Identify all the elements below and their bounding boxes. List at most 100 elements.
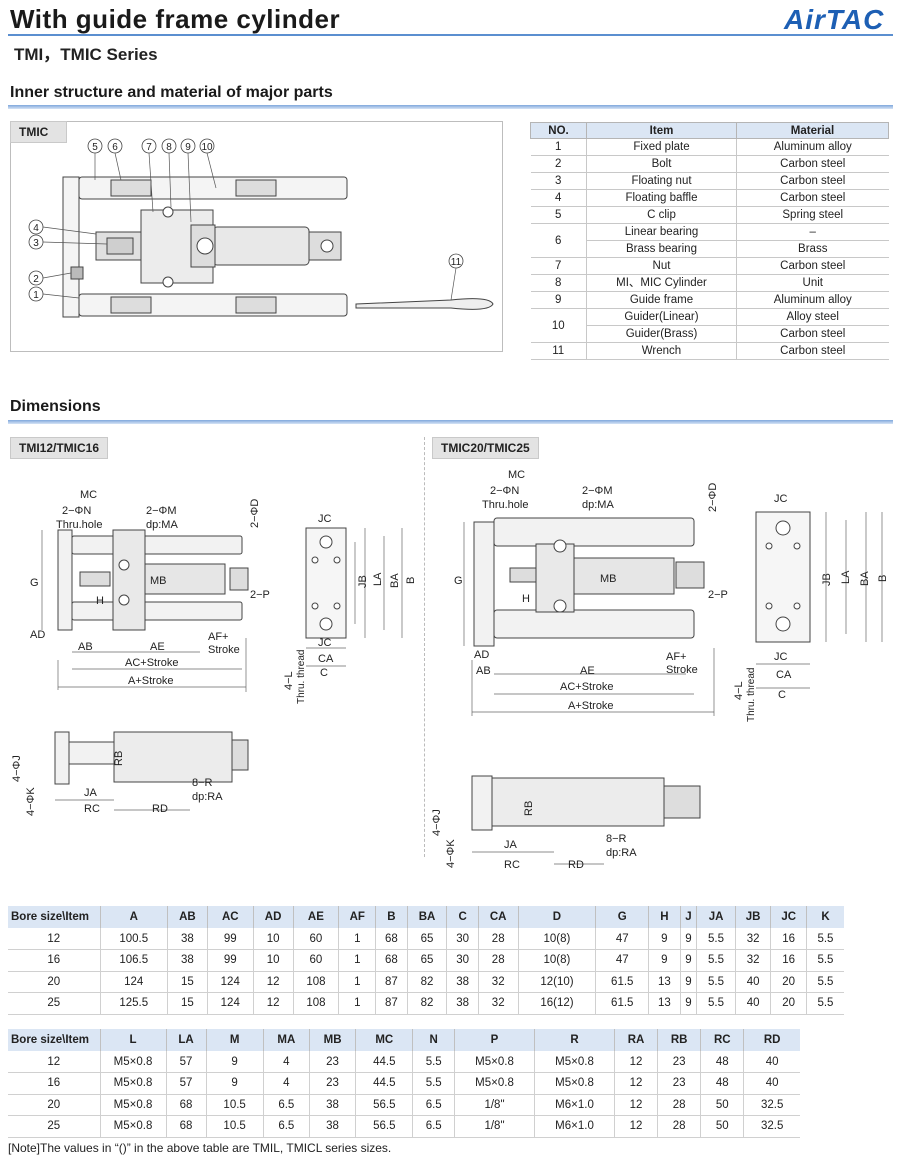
- table-cell: 12: [252, 971, 294, 993]
- dim-label-k: 4−ΦK: [25, 787, 37, 816]
- table-cell: 47: [595, 949, 649, 972]
- table-cell: 40: [743, 1051, 800, 1073]
- table-cell: 108: [292, 992, 339, 1015]
- table-cell: 9: [679, 928, 697, 950]
- table-cell: 6.5: [262, 1094, 310, 1116]
- callout-1: 1: [33, 290, 39, 301]
- dim-label-dpra: dp:RA: [192, 791, 223, 803]
- table-cell: 12(10): [517, 971, 596, 993]
- callout-6: 6: [112, 142, 118, 153]
- table-cell: M6×1.0: [534, 1094, 615, 1116]
- table-cell: 6.5: [412, 1094, 455, 1116]
- dimensions-heading: Dimensions: [10, 398, 101, 415]
- dim-label-mb-r: MB: [600, 573, 617, 585]
- dim-label-ac: AC+Stroke: [125, 657, 179, 669]
- table-cell: 23: [308, 1051, 356, 1073]
- table1-header: A: [99, 906, 168, 928]
- callout-2: 2: [33, 274, 39, 285]
- dim-label-ad: AD: [30, 629, 45, 641]
- dim-label-rd-r: RD: [568, 859, 584, 871]
- bore-size-cell: 20: [8, 1094, 100, 1116]
- table2-header: RC: [700, 1029, 744, 1051]
- callout-10: 10: [201, 142, 213, 153]
- table-cell: 5.5: [696, 928, 736, 950]
- panel-divider: [424, 437, 425, 857]
- bore-size-cell: 16: [8, 1072, 100, 1095]
- parts-header-no: NO.: [530, 122, 587, 139]
- dim-label-ae: AE: [150, 641, 165, 653]
- table2-header: RA: [613, 1029, 658, 1051]
- parts-header-item: Item: [586, 122, 737, 139]
- table1-header: CA: [477, 906, 519, 928]
- table1-header: B: [375, 906, 408, 928]
- table-cell: 23: [657, 1072, 701, 1095]
- dim-label-c: C: [320, 667, 328, 679]
- table-cell: 28: [477, 949, 519, 972]
- table1-header: AF: [338, 906, 376, 928]
- dim-label-rc: RC: [84, 803, 100, 815]
- dim-label-mc: MC: [80, 489, 97, 501]
- dim-label-rc-r: RC: [504, 859, 520, 871]
- table1-header: G: [595, 906, 649, 928]
- table-cell: 12: [613, 1094, 658, 1116]
- table-cell: 5.5: [412, 1072, 455, 1095]
- dim-label-c-r: C: [778, 689, 786, 701]
- table-cell: 10: [252, 949, 294, 972]
- table1-header: H: [648, 906, 680, 928]
- table-cell: 5.5: [805, 949, 844, 972]
- dim-label-mb: MB: [150, 575, 167, 587]
- table-cell: 68: [165, 1115, 206, 1138]
- table-cell: M5×0.8: [99, 1094, 166, 1116]
- callout-5: 5: [92, 142, 98, 153]
- table-cell: 82: [406, 992, 447, 1015]
- table-cell: 1: [338, 949, 376, 972]
- panel-label-tmic: TMIC: [10, 121, 67, 143]
- table-cell: 5.5: [696, 949, 736, 972]
- dim-label-p-r: 2−P: [708, 589, 728, 601]
- dim-label-ca: CA: [318, 653, 334, 665]
- table-cell: 32: [477, 971, 519, 993]
- dim-label-d-r: 2−ΦD: [707, 483, 719, 512]
- dim-label-jc-r-top: JC: [774, 493, 788, 505]
- table-cell: 106.5: [99, 949, 168, 972]
- table2-header: LA: [165, 1029, 206, 1051]
- dimensions-rule: [8, 420, 893, 424]
- table-cell: 108: [292, 971, 339, 993]
- bore-size-cell: 12: [8, 1051, 100, 1073]
- table-cell: 30: [446, 928, 479, 950]
- structure-rule: [8, 105, 893, 109]
- dim-label-stroke-r: Stroke: [666, 664, 698, 676]
- table-cell: 10.5: [205, 1115, 264, 1138]
- table-cell: 61.5: [595, 971, 649, 993]
- table1-header: Bore size\Item: [8, 906, 100, 928]
- dim-label-jc-bottom: JC: [318, 637, 332, 649]
- table-cell: 23: [308, 1072, 356, 1095]
- table-cell: 12: [613, 1051, 658, 1073]
- table2-header: RB: [657, 1029, 701, 1051]
- dim-label-l-r: 4−L: [733, 681, 745, 700]
- bore-size-cell: 16: [8, 949, 100, 972]
- table-cell: 48: [700, 1072, 744, 1095]
- table-cell: 15: [166, 992, 208, 1015]
- dim-label-jb-r: JB: [821, 573, 833, 586]
- dim-label-g-r: G: [454, 575, 463, 587]
- dim-label-la-r: LA: [840, 570, 852, 584]
- table-cell: 38: [308, 1094, 356, 1116]
- page-title: With guide frame cylinder: [10, 4, 341, 34]
- dim-label-jb: JB: [357, 575, 369, 588]
- table-cell: 12: [252, 992, 294, 1015]
- table-cell: 16(12): [517, 992, 596, 1015]
- dim-label-j: 4−ΦJ: [11, 755, 23, 782]
- dim-label-rb: RB: [113, 751, 125, 766]
- dim-label-ac-r: AC+Stroke: [560, 681, 614, 693]
- table-cell: 50: [700, 1094, 744, 1116]
- dimension-drawing-right: MC 2−ΦN Thru.hole 2−ΦM dp:MA G H MB 2−P …: [431, 469, 889, 871]
- table-cell: 30: [446, 949, 479, 972]
